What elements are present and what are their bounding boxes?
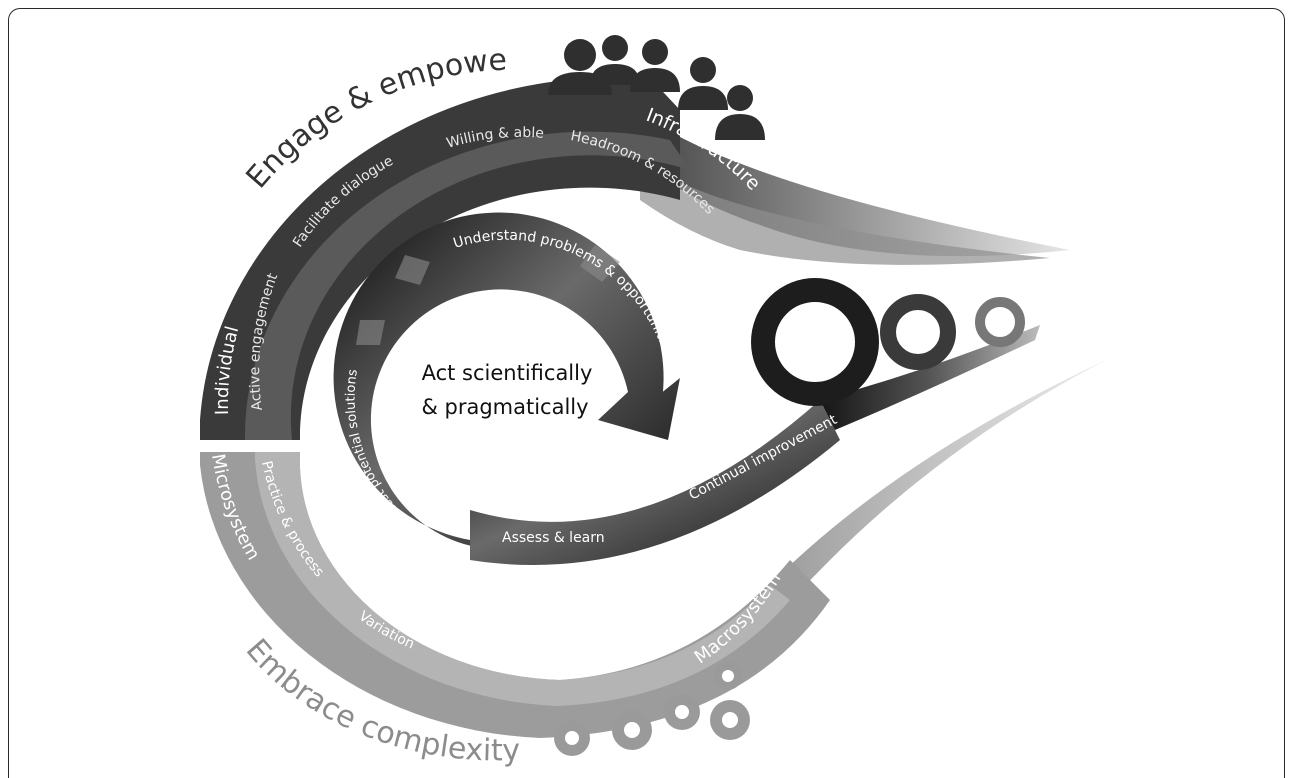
center-line-2: & pragmatically	[421, 395, 588, 419]
top-band-tail-inner	[640, 160, 1050, 265]
spiral-loop-large	[751, 278, 879, 406]
people-icon	[548, 35, 765, 140]
assess-learn-label: Assess & learn	[502, 530, 605, 546]
cycle-chevron	[580, 245, 620, 282]
embrace-band-inner	[255, 452, 790, 706]
cycle-chevron	[356, 320, 385, 345]
spiral-loop-medium	[880, 294, 956, 370]
spiral-loop-small	[975, 297, 1025, 347]
cycle-ring	[333, 212, 680, 550]
spiral-tail	[820, 325, 1040, 430]
engage-band-inner	[244, 131, 690, 441]
engage-band	[200, 77, 680, 440]
improvement-band	[470, 400, 840, 565]
center-line-1: Act scientifically	[422, 361, 593, 385]
systemic-issues-label: Systemic issues	[479, 646, 591, 670]
gear-icon	[554, 662, 750, 756]
cycle-chevron	[395, 255, 430, 285]
